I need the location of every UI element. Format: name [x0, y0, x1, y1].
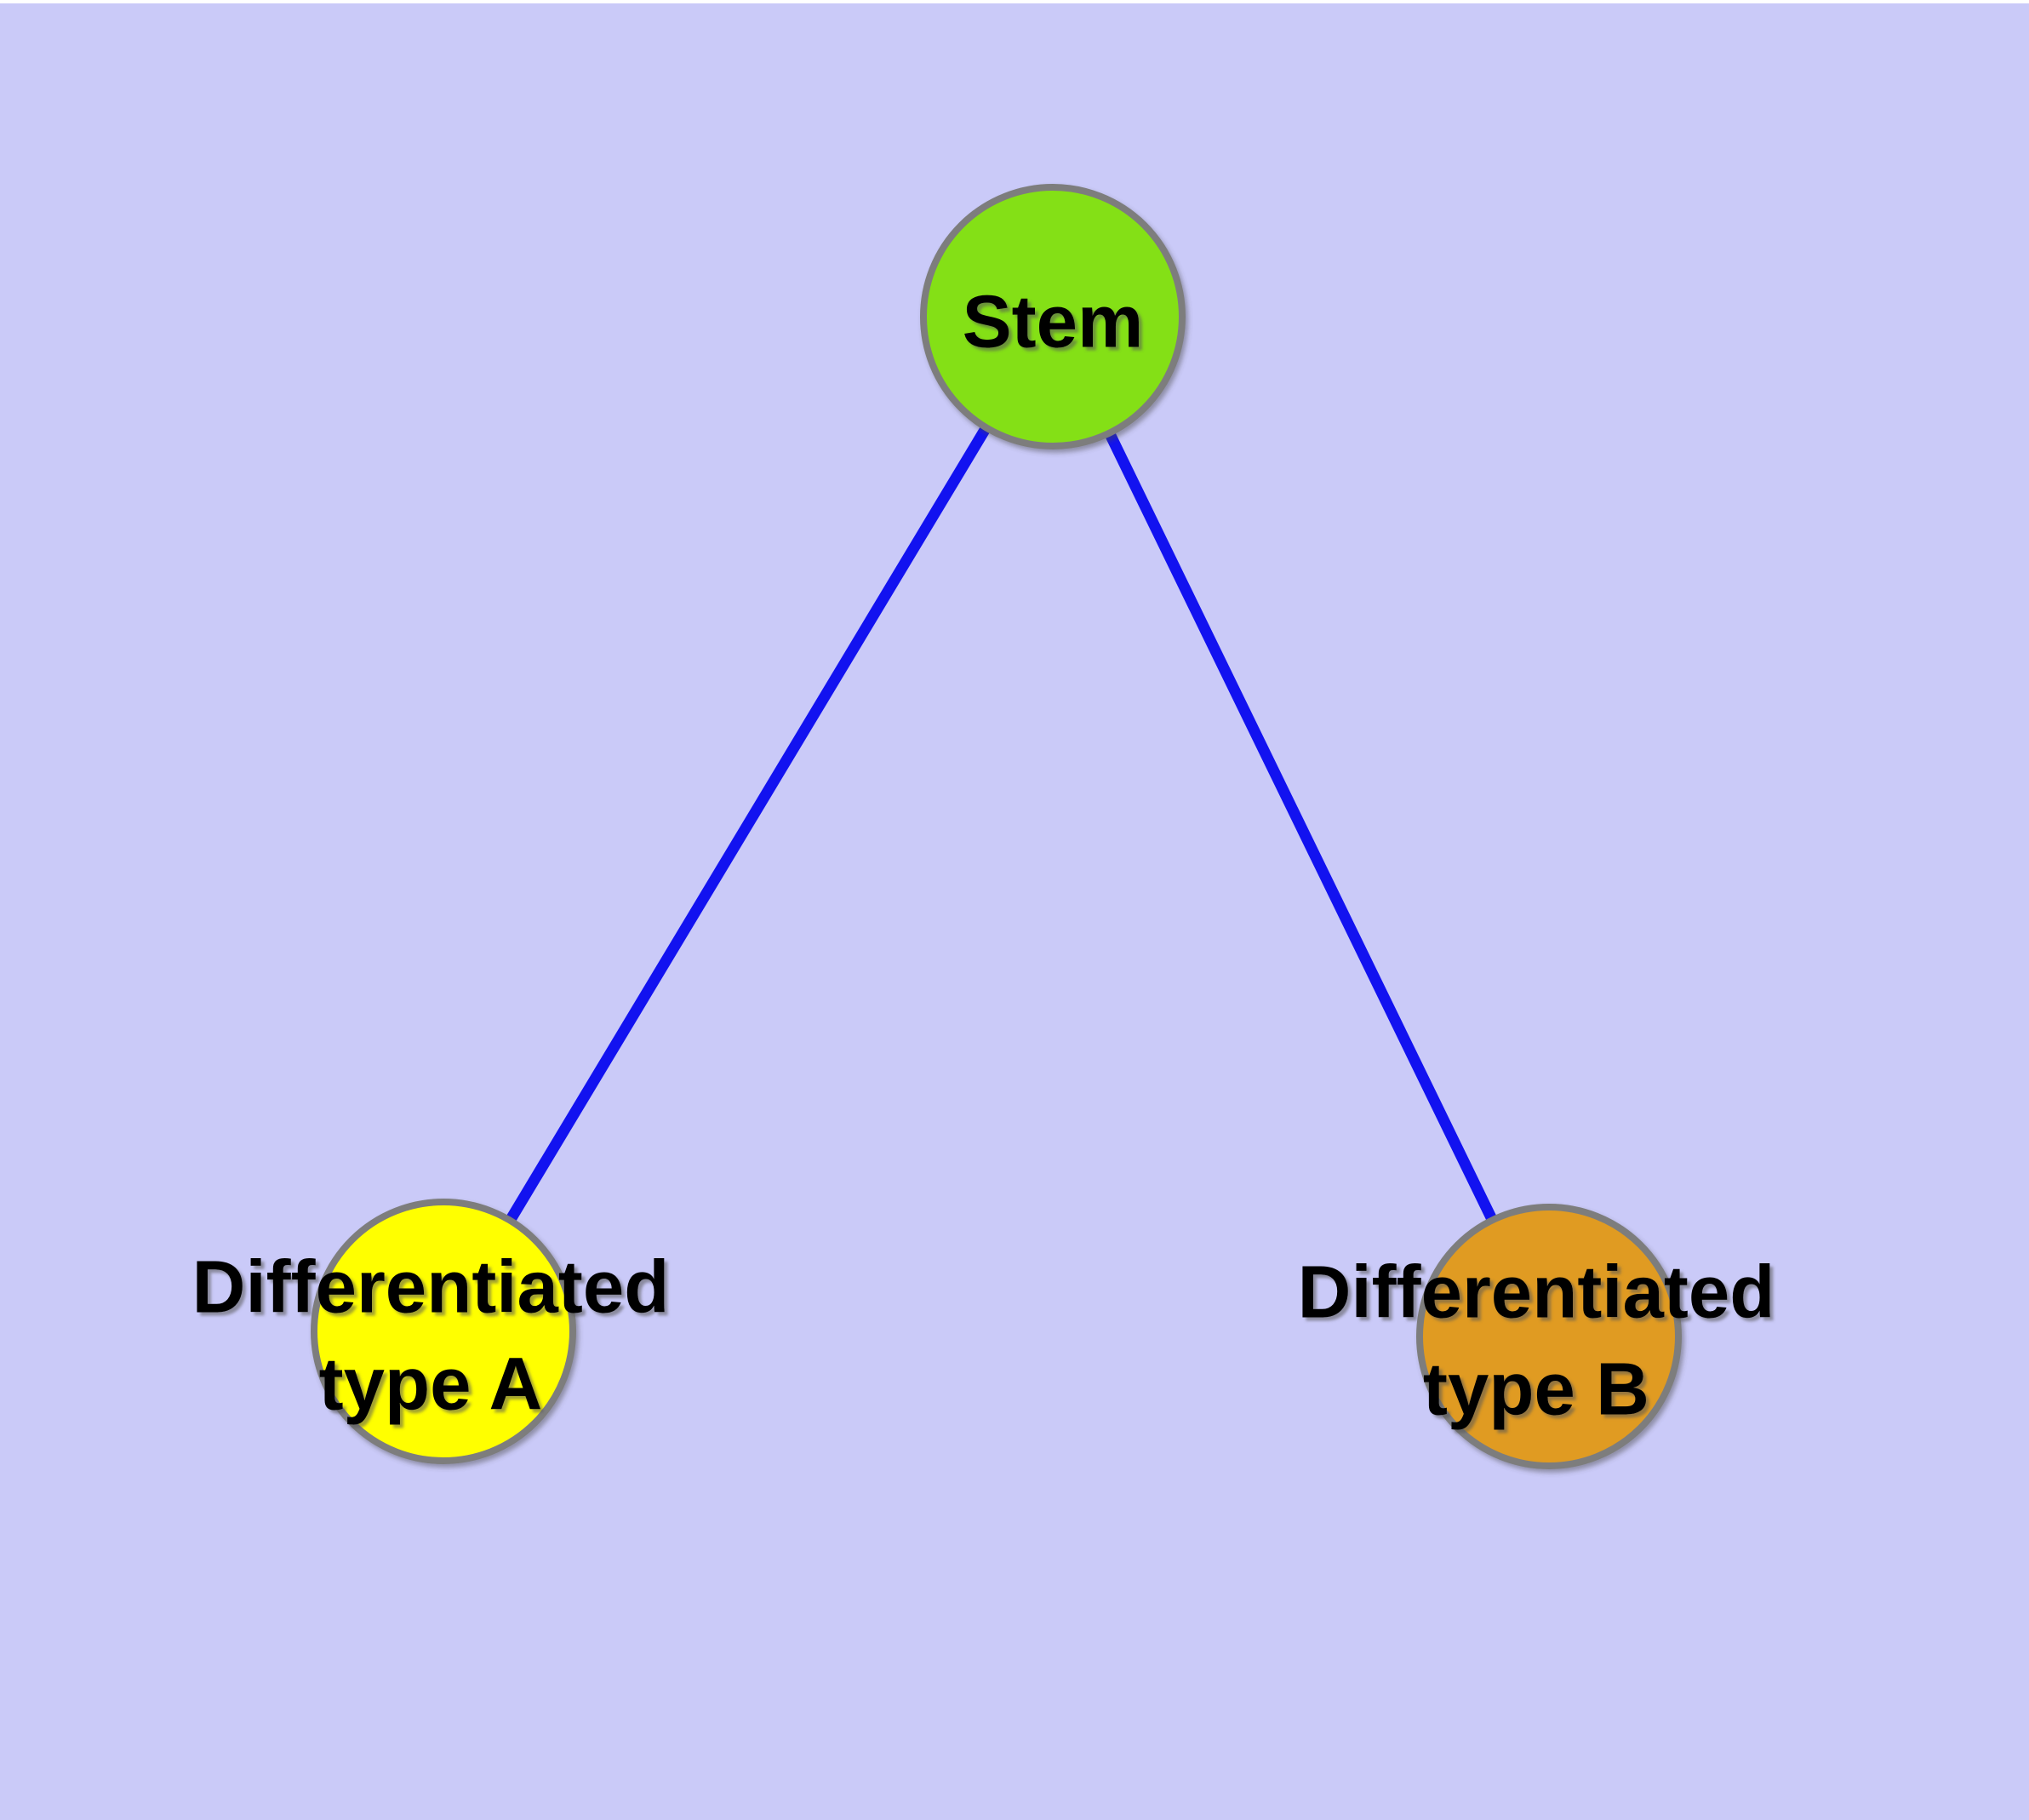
- edges-layer: [438, 313, 1554, 1339]
- node-label-line: Stem: [963, 281, 1144, 363]
- node-circle-stem: [920, 184, 1186, 449]
- node-circle-diff-a: [311, 1199, 576, 1464]
- top-edge-strip: [0, 0, 2029, 3]
- node-label-diff-a: Differentiated type A: [192, 1246, 670, 1426]
- nodes-layer: [311, 184, 1682, 1469]
- node-label-diff-b: Differentiated type B: [1298, 1251, 1775, 1431]
- node-label-line: Differentiated: [1298, 1251, 1775, 1334]
- node-label-line: Differentiated: [192, 1246, 670, 1329]
- node-label-line: type A: [319, 1343, 543, 1426]
- edge-stem-diff-b: [1048, 314, 1554, 1339]
- node-label-line: type B: [1423, 1348, 1649, 1431]
- node-circle-diff-b: [1416, 1204, 1682, 1469]
- node-label-stem: Stem: [963, 281, 1144, 363]
- edge-stem-diff-a: [438, 313, 1058, 1335]
